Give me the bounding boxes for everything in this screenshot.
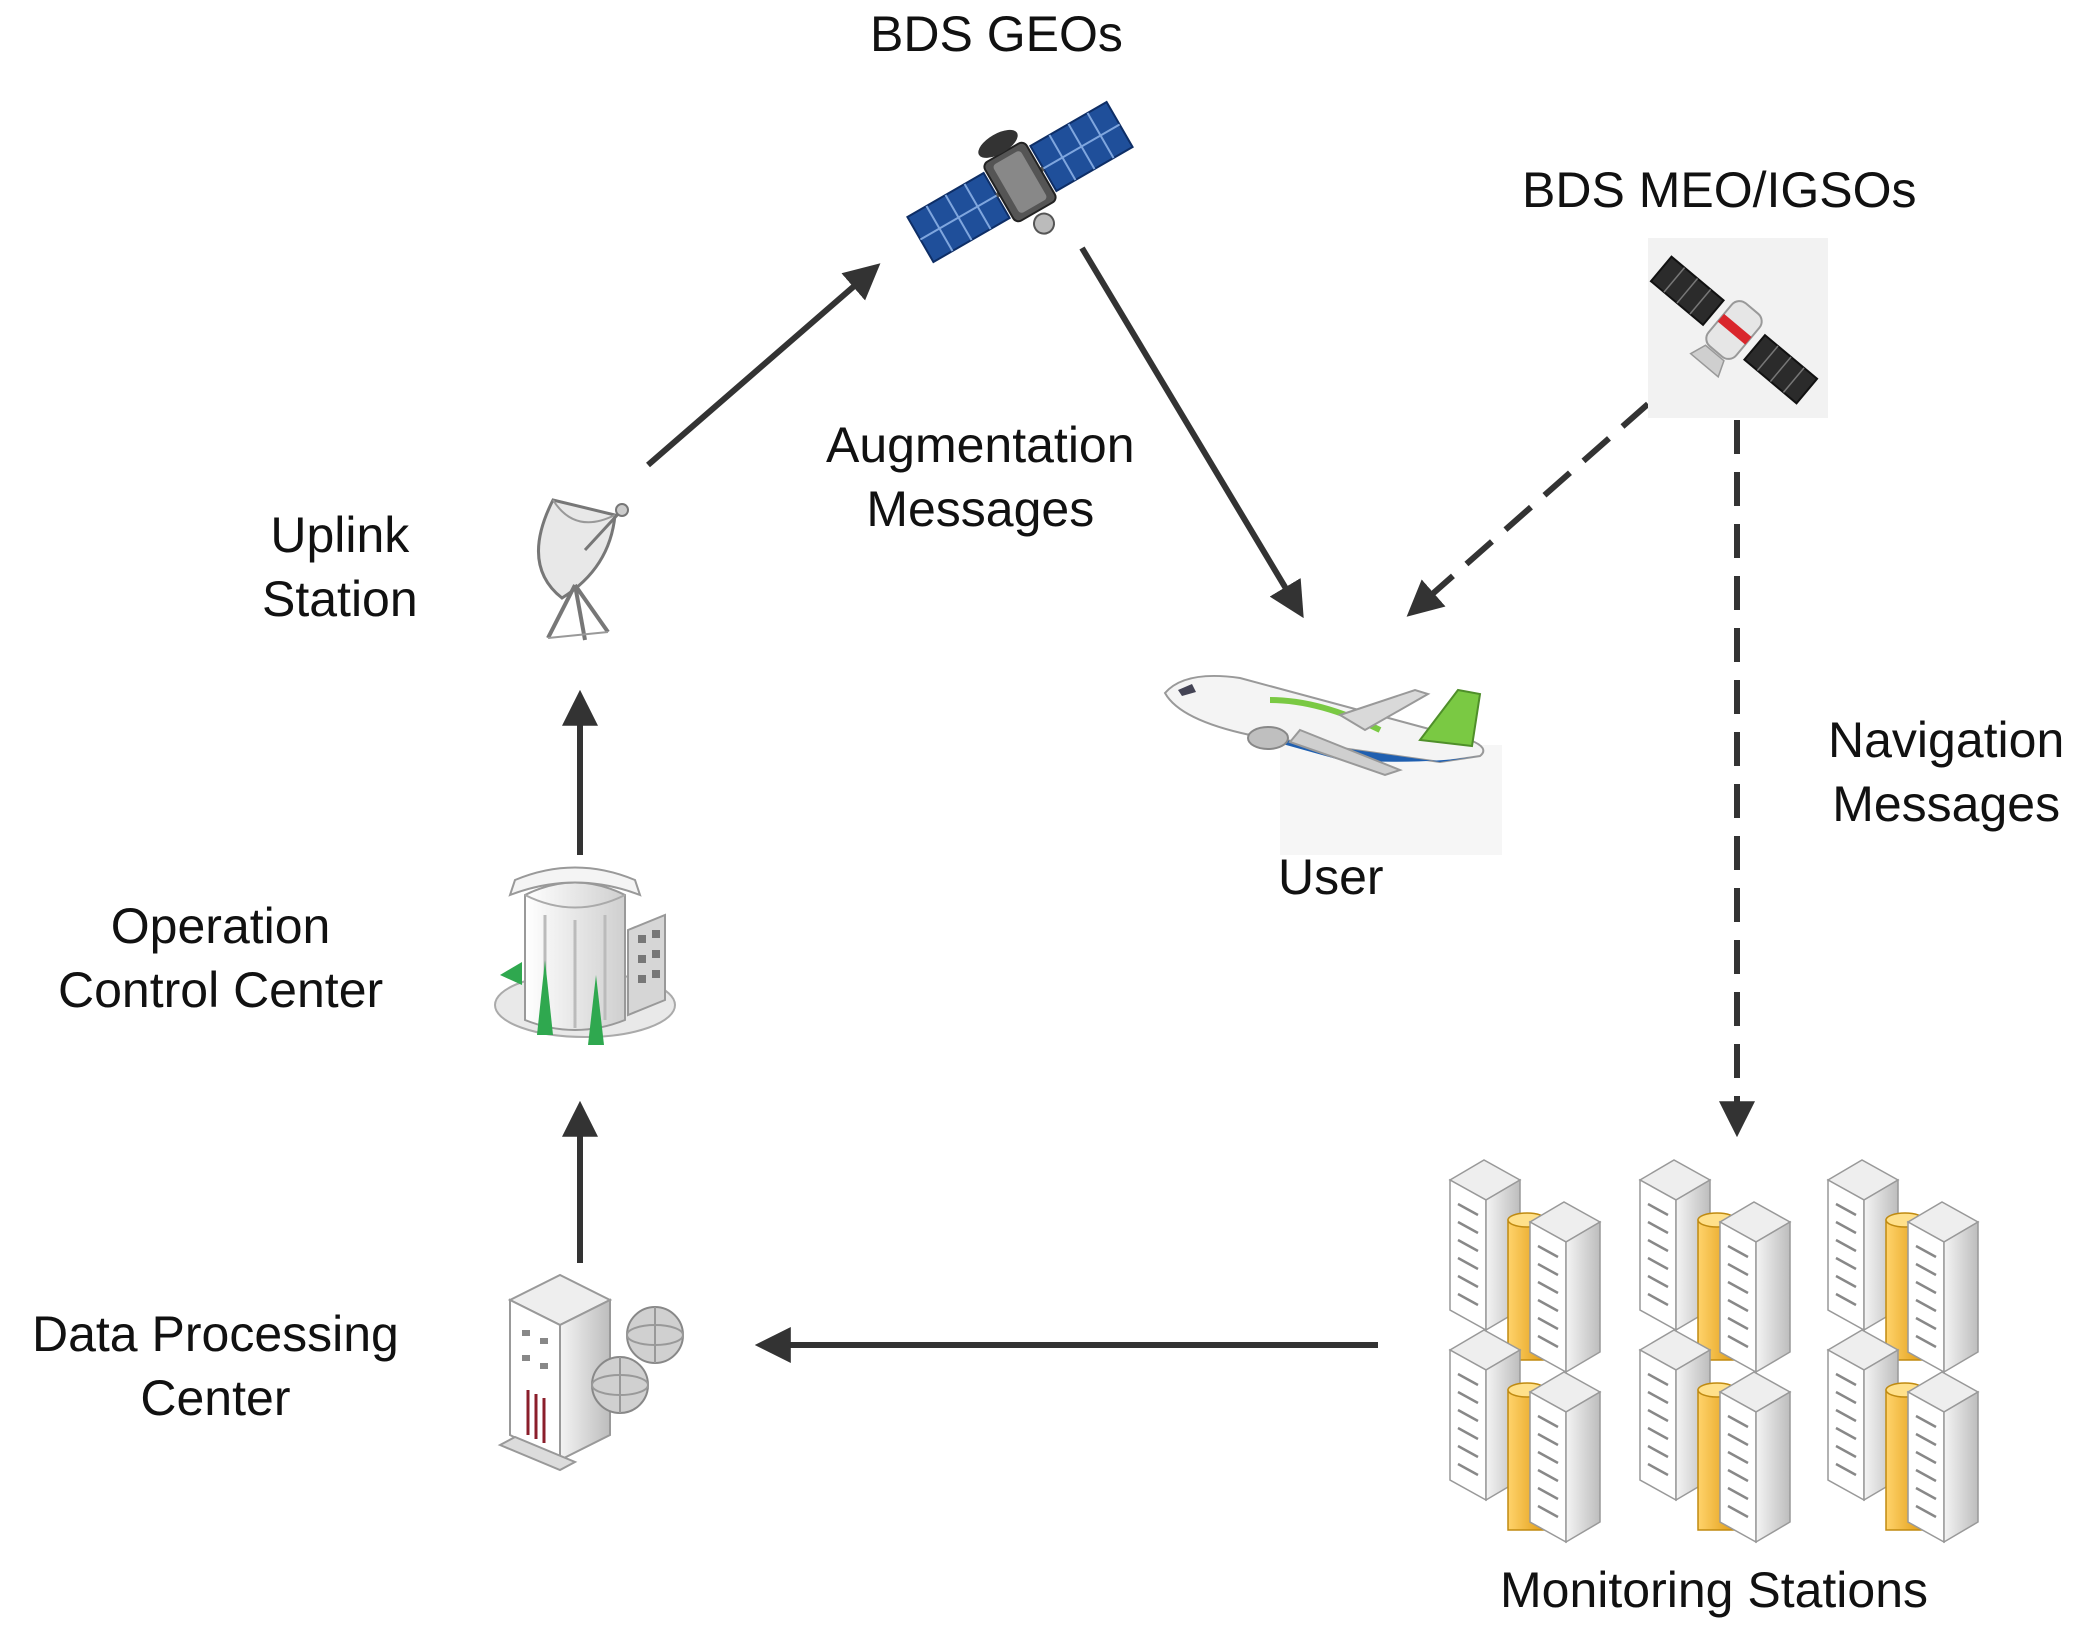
label-uplink-station: Uplink Station [262, 503, 418, 631]
label-line: Operation [110, 898, 331, 954]
label-operation-control-center: Operation Control Center [58, 894, 383, 1022]
label-line: Augmentation [826, 417, 1135, 473]
label-user: User [1278, 845, 1384, 909]
label-line: Control Center [58, 962, 384, 1018]
label-line: Messages [866, 481, 1095, 537]
label-data-processing-center: Data Processing Center [32, 1302, 399, 1430]
label-line: Data Processing [32, 1306, 399, 1362]
label-augmentation-messages: Augmentation Messages [826, 413, 1135, 541]
datacenter-icon [497, 1273, 684, 1472]
label-monitoring-stations: Monitoring Stations [1500, 1558, 1928, 1622]
arrow-uplink-to-geo [646, 263, 881, 468]
satellite-icon [906, 100, 1134, 264]
label-line: Monitoring Stations [1500, 1562, 1929, 1618]
arrow-meo-to-user [1406, 401, 1650, 617]
label-navigation-messages: Navigation Messages [1828, 708, 2064, 836]
airplane-icon [1163, 674, 1502, 855]
label-line: Messages [1832, 776, 2061, 832]
label-line: Station [262, 571, 418, 627]
label-line: BDS MEO/IGSOs [1522, 162, 1917, 218]
building-icon [494, 866, 676, 1045]
label-bds-meo-igsos: BDS MEO/IGSOs [1522, 158, 1917, 222]
label-line: User [1278, 849, 1384, 905]
label-line: Center [140, 1370, 291, 1426]
label-line: BDS GEOs [870, 6, 1123, 62]
arrow-geo-to-user [1079, 246, 1304, 619]
label-bds-geos: BDS GEOs [870, 2, 1123, 66]
dish-antenna-icon [536, 498, 629, 641]
satellite-icon [1648, 238, 1828, 418]
label-line: Uplink [270, 507, 410, 563]
label-line: Navigation [1828, 712, 2065, 768]
